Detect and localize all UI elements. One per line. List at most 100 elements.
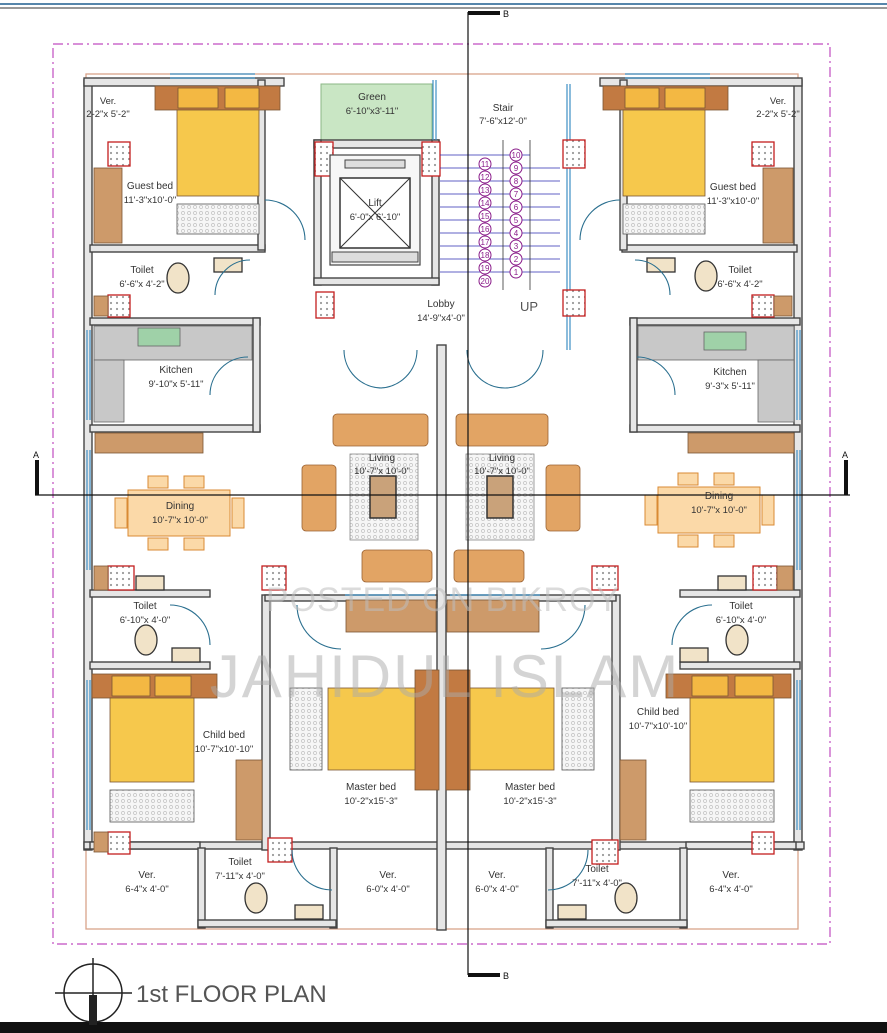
stair-step-number: 10 xyxy=(512,151,521,160)
label-lift: Lift xyxy=(368,198,382,209)
stair-step-marker xyxy=(478,261,492,275)
label-ver-tr: Ver. xyxy=(770,96,786,107)
label-ver-br: Ver. xyxy=(722,870,739,881)
stair-step-marker xyxy=(509,226,523,240)
watermark-line-1: POSTED ON BIKROY xyxy=(266,581,620,619)
size-guest-left: 11'-3"x10'-0" xyxy=(124,195,176,206)
dining-furniture xyxy=(114,472,775,551)
size-ver-bml: 6-0"x 4'-0" xyxy=(366,884,409,895)
label-ver-tl: Ver. xyxy=(100,96,116,107)
size-kitchen-right: 9'-3"x 5'-11" xyxy=(705,381,755,392)
label-toilet-br: Toilet xyxy=(585,864,609,875)
size-toilet-left-1: 6'-6"x 4'-2" xyxy=(119,279,164,290)
kitchen-counters xyxy=(93,325,795,423)
size-master-left: 10'-2"x15'-3" xyxy=(344,796,397,807)
stair-step-number: 9 xyxy=(514,164,519,173)
stair-step-number: 8 xyxy=(514,177,519,186)
label-kitchen-left: Kitchen xyxy=(159,365,192,376)
size-ver-bmr: 6-0"x 4'-0" xyxy=(475,884,518,895)
section-mark-b-bottom: B xyxy=(503,971,509,981)
label-toilet-left-2: Toilet xyxy=(133,601,157,612)
beds xyxy=(91,85,792,823)
label-child-right: Child bed xyxy=(637,707,679,718)
label-toilet-bl: Toilet xyxy=(228,857,252,868)
wardrobes xyxy=(93,167,795,853)
stair-treads xyxy=(440,140,560,290)
size-ver-tr: 2-2"x 5'-2" xyxy=(756,109,799,120)
label-living-right: Living xyxy=(489,453,515,464)
label-dining-right: Dining xyxy=(705,491,733,502)
room-labels: Ver. 2-2"x 5'-2" Ver. 2-2"x 5'-2" Green … xyxy=(86,92,799,895)
stair-step-marker xyxy=(478,222,492,236)
section-mark-b-top: B xyxy=(503,9,509,19)
stair-step-number: 5 xyxy=(514,216,519,225)
walls xyxy=(83,77,805,931)
size-kitchen-left: 9'-10"x 5'-11" xyxy=(148,379,203,390)
size-living-right: 10'-7"x 10'-0" xyxy=(474,466,530,477)
size-child-right: 10'-7"x10'-10" xyxy=(629,721,687,732)
living-furniture xyxy=(301,413,581,583)
stair-step-marker xyxy=(478,235,492,249)
stair-step-marker xyxy=(478,170,492,184)
size-dining-right: 10'-7"x 10'-0" xyxy=(691,505,747,516)
label-master-left: Master bed xyxy=(346,782,396,793)
stair-step-marker xyxy=(509,252,523,266)
label-dining-left: Dining xyxy=(166,501,194,512)
label-stair: Stair xyxy=(493,103,514,114)
label-master-right: Master bed xyxy=(505,782,555,793)
stair-step-number: 18 xyxy=(481,251,490,260)
size-toilet-left-2: 6'-10"x 4'-0" xyxy=(120,615,171,626)
stair-step-number: 14 xyxy=(481,199,490,208)
stair-step-marker xyxy=(478,183,492,197)
size-toilet-right-2: 6'-10"x 4'-0" xyxy=(716,615,767,626)
stair-step-marker xyxy=(509,200,523,214)
label-green: Green xyxy=(358,92,386,103)
section-mark-a-right: A xyxy=(842,450,848,460)
stair-step-number: 11 xyxy=(481,160,490,169)
stair-step-marker xyxy=(509,239,523,253)
size-living-left: 10'-7"x 10'-0" xyxy=(354,466,410,477)
stair-step-number: 20 xyxy=(481,277,490,286)
sanitary-fixtures xyxy=(134,257,749,920)
label-toilet-left-1: Toilet xyxy=(130,265,154,276)
label-ver-bmr: Ver. xyxy=(488,870,505,881)
size-ver-bl: 6-4"x 4'-0" xyxy=(125,884,168,895)
sheet-frame xyxy=(0,3,887,1033)
green-area xyxy=(320,83,433,145)
stair-step-number: 4 xyxy=(514,229,519,238)
plan-title: 1st FLOOR PLAN xyxy=(136,981,327,1008)
stair-step-marker xyxy=(509,174,523,188)
label-ver-bl: Ver. xyxy=(138,870,155,881)
stair-step-marker xyxy=(509,148,523,162)
section-lines xyxy=(35,11,850,977)
label-toilet-right-1: Toilet xyxy=(728,265,752,276)
size-child-left: 10'-7"x10'-10" xyxy=(195,744,253,755)
size-toilet-bl: 7'-11"x 4'-0" xyxy=(215,871,265,882)
plot-boundary xyxy=(52,43,831,945)
size-lift: 6'-0"x 6'-10" xyxy=(350,212,401,223)
stair-step-marker xyxy=(509,265,523,279)
stair-step-number: 7 xyxy=(514,190,519,199)
label-toilet-right-2: Toilet xyxy=(729,601,753,612)
label-guest-right: Guest bed xyxy=(710,182,756,193)
label-guest-left: Guest bed xyxy=(127,181,173,192)
size-toilet-right-1: 6'-6"x 4'-2" xyxy=(717,279,762,290)
columns xyxy=(107,139,778,865)
stair-step-marker xyxy=(478,248,492,262)
stair-step-marker xyxy=(478,209,492,223)
label-kitchen-right: Kitchen xyxy=(713,367,746,378)
stair-step-number: 3 xyxy=(514,242,519,251)
stair-step-number: 19 xyxy=(481,264,490,273)
size-toilet-br: 7'-11"x 4'-0" xyxy=(572,878,622,889)
size-guest-right: 11'-3"x10'-0" xyxy=(707,196,759,207)
size-lobby: 14'-9"x4'-0" xyxy=(417,313,465,324)
stair-step-number: 15 xyxy=(481,212,490,221)
watermark-line-2: JAHIDUL ISLAM xyxy=(210,643,681,710)
stair-step-number: 1 xyxy=(514,268,519,277)
stair-step-marker xyxy=(478,196,492,210)
label-living-left: Living xyxy=(369,453,395,464)
stair-step-number: 13 xyxy=(481,186,490,195)
stair-step-number: 12 xyxy=(481,173,490,182)
